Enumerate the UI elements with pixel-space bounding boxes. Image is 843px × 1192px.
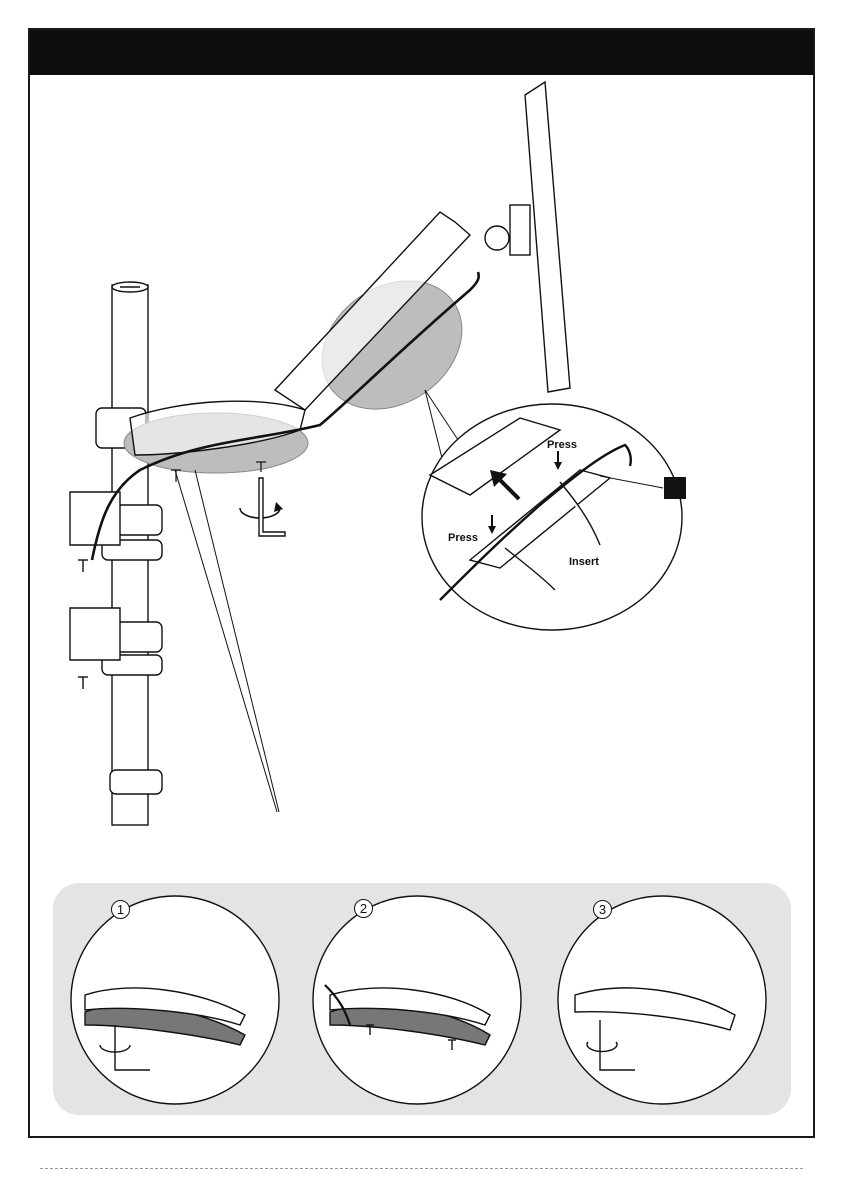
step-3-number: 3 <box>593 900 612 919</box>
footer-divider <box>40 1168 803 1169</box>
step-2-number: 2 <box>354 899 373 918</box>
step-1-number: 1 <box>111 900 130 919</box>
